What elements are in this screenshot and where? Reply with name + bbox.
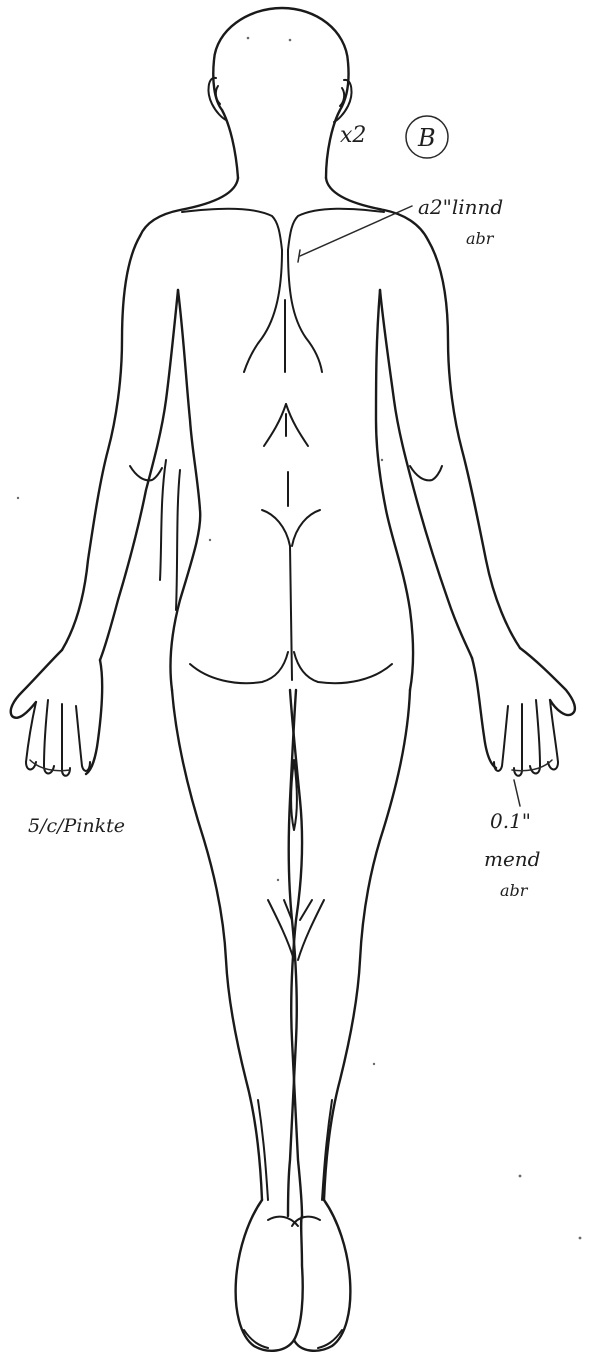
head-count-note: x2 [340, 123, 366, 148]
left-hand-note: 5/c/Pinkte [28, 815, 125, 837]
upper-back-note-line2: abr [466, 229, 495, 248]
legs [172, 690, 410, 1216]
left-hand [11, 650, 102, 776]
circled-mark-letter: B [417, 124, 436, 152]
upper-back-note-line1: a2"linnd [418, 195, 503, 219]
annotation-pointer-right-hand [514, 780, 520, 806]
torso [140, 178, 428, 690]
left-elbow [130, 466, 162, 480]
right-arm [380, 240, 520, 658]
annotation-pointer-upper-back [300, 206, 412, 256]
upper-back-mark [298, 250, 300, 262]
left-arm [62, 236, 180, 660]
right-hand [472, 648, 575, 776]
feet [236, 1200, 351, 1351]
right-hand-note-line2: mend [484, 847, 540, 871]
right-hand-note-line3: abr [500, 881, 529, 900]
head [209, 8, 352, 178]
right-hand-note-line1: 0.1" [490, 809, 531, 833]
right-elbow [410, 466, 442, 480]
